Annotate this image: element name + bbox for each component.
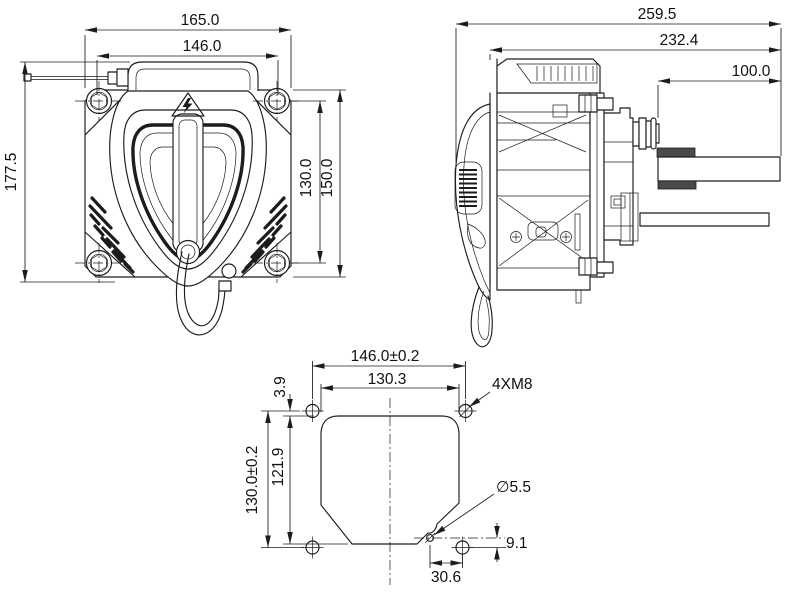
cap-ribs — [536, 66, 594, 81]
dim-hole-spacing-h: 146.0 — [183, 38, 222, 55]
tether-hole — [221, 263, 237, 279]
secondary-cable — [639, 212, 770, 227]
side-vent-hatch — [459, 169, 477, 207]
label-pilot-hole-dia: ∅5.5 — [496, 479, 531, 496]
dim-overall-height: 177.5 — [3, 153, 20, 192]
wire-ribbon-lower — [657, 180, 697, 190]
lid-handle — [172, 113, 204, 253]
hole-top-right — [454, 400, 477, 422]
top-cap — [496, 58, 601, 93]
body-block — [496, 92, 591, 291]
cutout-dimensions: 146.0±0.2 130.3 3.9 121.9 130.0±0.2 4XM8… — [244, 348, 533, 586]
bolt-bottom-right — [253, 243, 301, 283]
high-voltage-warning-icon — [171, 92, 205, 117]
front-view-dimensions: 165.0 146.0 177.5 130.0 150.0 — [3, 12, 346, 283]
tether-ferrule — [218, 280, 232, 292]
cutout-mount-holes — [301, 400, 477, 559]
dim-pilot-hole-offset-h: 30.6 — [431, 569, 461, 586]
sensor-wire — [23, 68, 129, 87]
corner-pad-lines — [84, 89, 292, 278]
dim-body-depth: 232.4 — [660, 32, 699, 49]
main-cable — [657, 156, 781, 182]
hinge-cover — [127, 61, 259, 91]
dim-hole-spacing-v: 130.0 — [298, 158, 315, 197]
vent-slats-right — [241, 196, 288, 274]
hole-top-left — [301, 400, 324, 422]
dim-overall-depth: 259.5 — [638, 6, 677, 23]
bolt-top-left — [75, 81, 123, 121]
cutout-outline — [320, 415, 460, 545]
dim-cutout-hole-spacing-v: 130.0±0.2 — [244, 446, 261, 515]
rear-shell — [603, 107, 634, 246]
faceplate-lines — [489, 58, 498, 291]
hole-bottom-left — [301, 536, 324, 559]
bolt-top-right — [253, 81, 301, 121]
dim-cutout-height: 121.9 — [270, 448, 287, 487]
dim-overall-width: 165.0 — [181, 12, 220, 29]
front-view: 165.0 146.0 177.5 130.0 150.0 — [3, 12, 346, 336]
cable-gland-stack — [632, 117, 660, 150]
dim-cutout-width: 130.3 — [368, 371, 407, 388]
hole-bottom-right — [451, 536, 474, 559]
cap-tether-cable — [175, 251, 226, 336]
wire-ribbon-upper — [656, 147, 696, 158]
dim-pilot-hole-offset-v: 9.1 — [506, 535, 528, 552]
dim-hole-to-cutout-top: 3.9 — [272, 376, 289, 398]
flange-stud-top — [578, 94, 614, 113]
pilot-hole — [414, 532, 505, 544]
dim-cutout-hole-spacing-h: 146.0±0.2 — [351, 348, 420, 365]
side-view-dimensions: 259.5 232.4 100.0 — [455, 6, 782, 162]
lid-rim — [123, 109, 253, 270]
dim-flange-height: 150.0 — [319, 158, 336, 197]
mounting-bolts — [75, 81, 301, 283]
side-view: 259.5 232.4 100.0 — [454, 6, 782, 348]
bolt-bottom-left — [75, 243, 123, 283]
body-screws — [510, 231, 572, 243]
panel-cutout-view: 146.0±0.2 130.3 3.9 121.9 130.0±0.2 4XM8… — [244, 348, 533, 586]
vent-slats-left — [88, 196, 135, 274]
dim-cable-exit-length: 100.0 — [732, 63, 771, 80]
cable-gland — [175, 239, 201, 265]
side-tether-loop — [470, 286, 493, 348]
label-mount-holes: 4XM8 — [492, 376, 533, 393]
flange-stud-bottom — [578, 257, 614, 276]
